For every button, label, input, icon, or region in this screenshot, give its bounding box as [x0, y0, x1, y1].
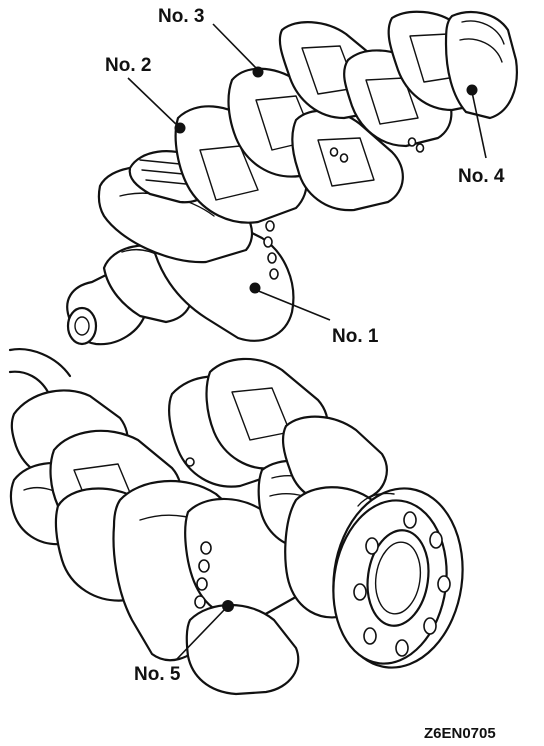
label-no5: No. 5 — [134, 664, 181, 685]
label-no4: No. 4 — [458, 166, 505, 187]
main-journal-3-marker — [252, 66, 264, 78]
label-no1: No. 1 — [332, 326, 379, 347]
label-no2: No. 2 — [105, 55, 151, 76]
crankshaft-front-view — [66, 10, 518, 346]
crankshaft-rear-view — [8, 348, 464, 696]
main-journal-4-marker — [466, 84, 478, 96]
figure-code: Z6EN0705 — [424, 725, 496, 742]
leader-lines — [127, 23, 487, 661]
label-no3: No. 3 — [158, 6, 204, 27]
